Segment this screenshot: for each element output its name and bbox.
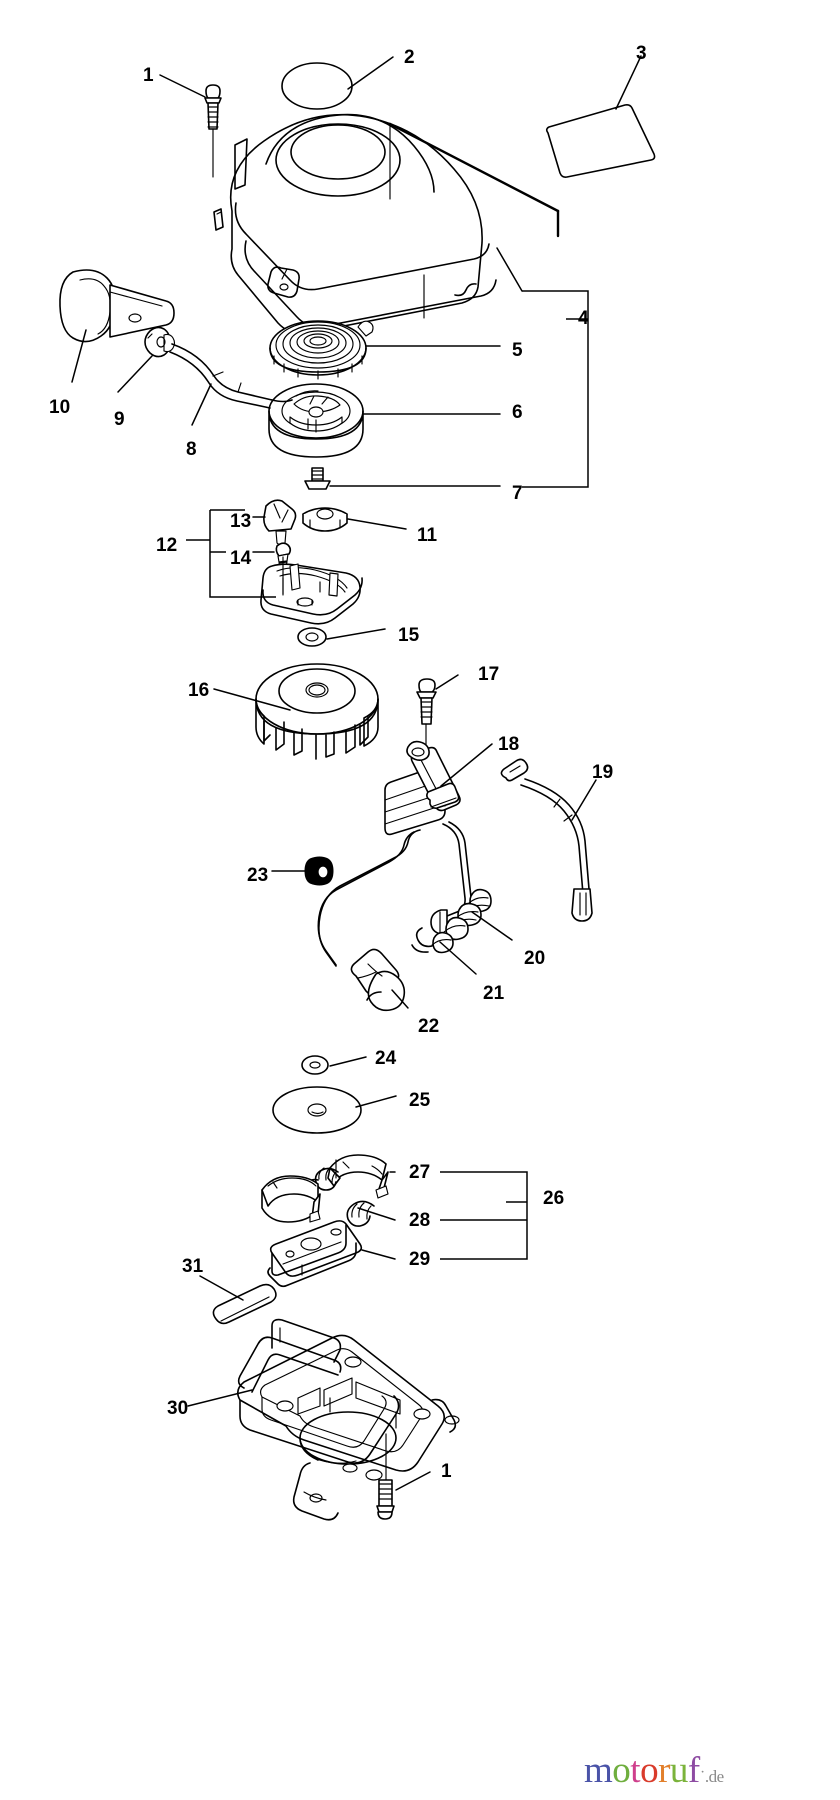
callout-24: 24 — [375, 1048, 397, 1069]
leader-2 — [347, 56, 394, 90]
leader-22 — [391, 989, 409, 1009]
bracket-group-26 — [440, 1171, 528, 1260]
leader-20 — [471, 911, 513, 941]
leader-1-lower — [395, 1471, 431, 1491]
part-brake-bracket — [267, 1220, 363, 1288]
part-spark-plug-boot — [350, 948, 406, 1012]
callout-6: 6 — [512, 402, 523, 423]
callout-10: 10 — [49, 397, 71, 418]
leader-1-upper — [159, 74, 206, 98]
callout-18: 18 — [498, 734, 520, 755]
callout-4: 4 — [578, 308, 589, 329]
leader-28 — [357, 1207, 396, 1221]
watermark-letter-6: f — [687, 1750, 700, 1791]
leader-10 — [71, 329, 87, 383]
part-screw-lower — [376, 1433, 395, 1520]
part-ground-wire — [500, 758, 593, 922]
callout-13: 13 — [230, 511, 252, 532]
callout-30: 30 — [167, 1398, 189, 1419]
part-decal-label — [545, 104, 656, 178]
callout-8: 8 — [186, 439, 197, 460]
leader-15 — [326, 628, 386, 640]
watermark-letter-2: t — [630, 1750, 641, 1791]
leader-21 — [439, 941, 477, 975]
part-ignition-coil — [317, 740, 472, 967]
part-brake-band-lower — [261, 1175, 321, 1223]
part-screw-coil — [416, 678, 437, 753]
watermark-accent-dot: ˙ — [699, 1767, 706, 1786]
watermark-letter-5: u — [669, 1750, 689, 1791]
callout-19: 19 — [592, 762, 614, 783]
bracket-group-4 — [522, 290, 589, 488]
part-washer-small — [301, 1055, 329, 1075]
callout-2: 2 — [404, 47, 415, 68]
leader-25 — [355, 1095, 397, 1108]
leader-29 — [361, 1249, 396, 1260]
callout-15: 15 — [398, 625, 420, 646]
part-brake-disc — [272, 1086, 362, 1134]
callout-26: 26 — [543, 1188, 565, 1209]
part-pawl — [263, 499, 297, 546]
part-screw-pulley — [304, 467, 331, 490]
part-cap-plug — [281, 62, 353, 110]
leader-24 — [329, 1056, 367, 1067]
part-starter-handle — [59, 269, 175, 343]
part-starter-rope — [169, 343, 293, 409]
watermark-text: motoruf˙.de — [584, 1750, 724, 1791]
callout-21: 21 — [483, 983, 505, 1004]
callout-5: 5 — [512, 340, 523, 361]
callout-23: 23 — [247, 865, 269, 886]
callout-3: 3 — [636, 43, 647, 64]
watermark-letter-3: o — [640, 1750, 659, 1791]
leader-31 — [199, 1275, 244, 1301]
callout-9: 9 — [114, 409, 125, 430]
part-flywheel — [255, 663, 379, 760]
leader-19 — [571, 779, 597, 821]
part-spark-plug — [411, 888, 492, 954]
callout-31: 31 — [182, 1256, 204, 1277]
callout-20: 20 — [524, 948, 546, 969]
part-starter-pulley — [268, 383, 364, 458]
watermark-letter-1: o — [612, 1750, 631, 1791]
part-washer-flywheel — [297, 627, 327, 647]
callout-16: 16 — [188, 680, 210, 701]
callout-14: 14 — [230, 548, 252, 569]
leader-17 — [435, 674, 459, 690]
callout-1-lower: 1 — [441, 1461, 452, 1482]
part-pawl-carrier — [260, 556, 363, 625]
leader-30 — [187, 1389, 253, 1407]
callout-7: 7 — [512, 483, 523, 504]
leader-8 — [191, 383, 212, 426]
part-brake-band-upper — [327, 1154, 389, 1199]
callout-12: 12 — [156, 535, 178, 556]
part-recoil-spring — [269, 320, 374, 380]
callout-11: 11 — [417, 525, 438, 546]
part-screw-upper — [204, 84, 222, 178]
bracket-group-12 — [186, 509, 276, 598]
part-starter-housing — [213, 113, 560, 335]
leader-4 — [496, 247, 523, 292]
leader-18 — [440, 743, 493, 787]
leader-16 — [213, 688, 291, 711]
part-rope-insert — [144, 326, 176, 358]
watermark-tld: .de — [704, 1767, 724, 1786]
watermark-letter-0: m — [584, 1750, 613, 1791]
leader-9 — [117, 355, 153, 393]
watermark-letter-4: r — [658, 1750, 670, 1791]
part-grommet — [304, 856, 334, 886]
watermark-motoruf: motoruf˙.de — [584, 1752, 824, 1792]
callout-25: 25 — [409, 1090, 431, 1111]
part-nut-hex — [302, 507, 348, 532]
part-blower-housing — [236, 1318, 460, 1521]
callout-17: 17 — [478, 664, 500, 685]
leader-3 — [615, 55, 642, 110]
callout-28: 28 — [409, 1210, 431, 1231]
callout-27: 27 — [409, 1162, 431, 1183]
callout-1-upper: 1 — [143, 65, 154, 86]
part-seal-strip — [212, 1283, 277, 1325]
callout-22: 22 — [418, 1016, 440, 1037]
callout-29: 29 — [409, 1249, 431, 1270]
leader-11 — [347, 518, 407, 530]
